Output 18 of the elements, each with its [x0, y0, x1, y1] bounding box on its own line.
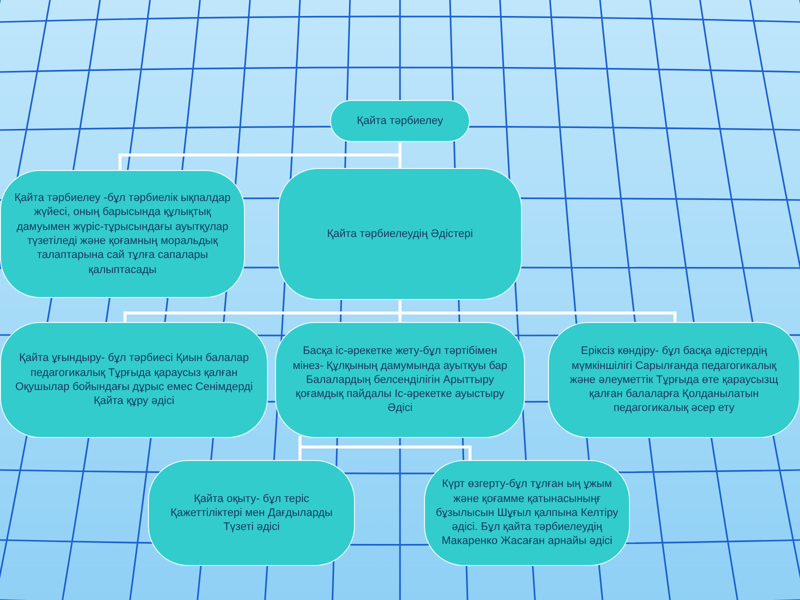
- title-box: [330, 100, 470, 142]
- rounded-box: [424, 460, 630, 566]
- connector-line: [398, 300, 676, 322]
- box-text: Қайта оқыту- бұл теріс Қажеттіліктері мен Дағдыларды Түзеті әдісі: [169, 492, 334, 534]
- rounded-box: [278, 168, 522, 300]
- box-text: Басқа іс-әрекетке жету-бұл тәртібімен мінез- Құлқының дамумында ауытқуы бар Балалардың белсенділігін Арыттыру қоғамдық пайдалы Іс-әрекетке ауыстыру Әдісі: [292, 344, 508, 416]
- box-text: Қайта тәрбиелеу: [356, 114, 444, 128]
- box-text: Қайта тәрбиелеудің Әдістері: [326, 226, 473, 242]
- rounded-box: [0, 170, 245, 298]
- box-text: Қайта ұғындыру- бұл тәрбиесі Қиын балалар педагогикалық Тұрғыда қараусыз қалған Оқушылар бойындағы дұрыс емес Сенімдерді Қайта құру әдісі: [14, 351, 254, 409]
- connector-line: [298, 436, 472, 460]
- rounded-box: [548, 322, 800, 438]
- rounded-box: [148, 460, 355, 566]
- box-text: Еріксіз көндіру- бұл басқа әдістердің мүмкіншілігі Сарылғанда педагогикалық және әлеуметтік Тұрғыда өте қараусызщ қалған балаларға Қолданылатын педагогикалық әсер ету: [568, 344, 780, 416]
- box-text: Қайта тәрбиелеу -бұл тәрбиелік ықпалдар жүйесі, оның барысында құлықтық дамуымен жүріс-тұрысындағы ауытқулар түзетіледі және қоғамның моральдық талаптарына сай тұлға сапалары қалыптасады: [13, 191, 232, 277]
- rounded-box: [0, 322, 268, 438]
- box-text: Күрт өзгерту-бұл тұлған ың ұжым және қоғамме қатынасыныңғ бұзылысын Шұғыл қалпына Келтіру әдісі. Бұл қайта тәрбиелеудің Макаренко Жасаған арнайы әдісі: [435, 477, 619, 549]
- rounded-box: [275, 322, 525, 438]
